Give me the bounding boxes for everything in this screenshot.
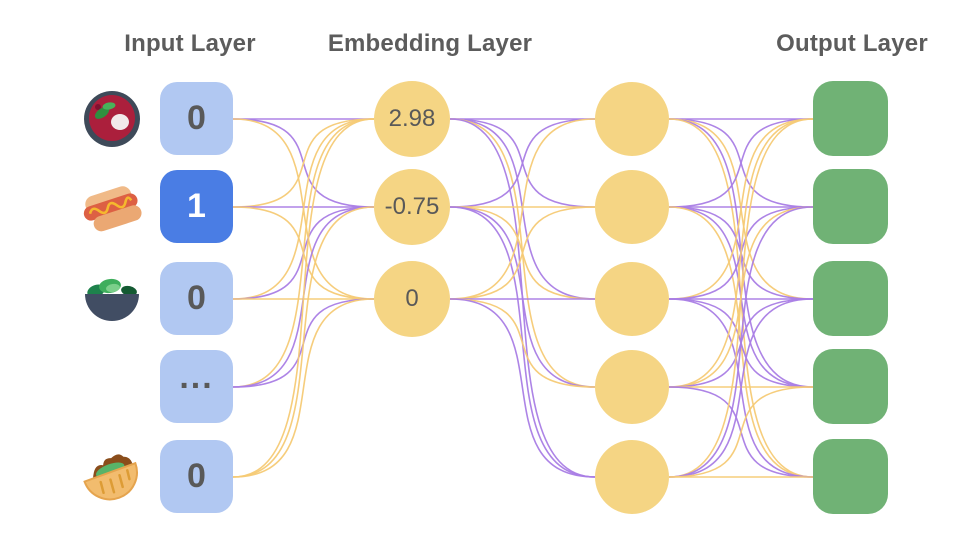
- input-node-5-value: 0: [187, 457, 206, 495]
- hot-dog-icon: [83, 186, 142, 232]
- embedding-node-1-value: 2.98: [388, 105, 436, 132]
- embedding-node-3: 0: [374, 261, 450, 337]
- output-node-5: [813, 439, 888, 514]
- edge: [449, 206, 596, 388]
- green-salad-icon: [85, 278, 139, 321]
- edge: [232, 118, 375, 388]
- input-node-4-value: ...: [179, 358, 214, 396]
- edge: [668, 118, 814, 478]
- output-layer-title: Output Layer: [776, 30, 928, 57]
- edge: [449, 206, 596, 300]
- edge: [668, 118, 814, 300]
- edge: [449, 118, 596, 208]
- input-node-5: 0: [160, 440, 233, 513]
- hidden-node-1: [595, 82, 669, 156]
- embedding-node-3-value: 0: [405, 285, 419, 312]
- embedding-node-1: 2.98: [374, 81, 450, 157]
- output-node-4: [813, 349, 888, 424]
- edge: [232, 118, 375, 208]
- edge: [668, 386, 814, 478]
- input-node-3-value: 0: [187, 279, 206, 317]
- edge: [668, 118, 814, 388]
- edge: [449, 298, 596, 478]
- edge: [232, 206, 375, 478]
- edge: [668, 206, 814, 478]
- embedding-layer-title: Embedding Layer: [327, 30, 533, 57]
- embedding-node-2-value: -0.75: [384, 193, 440, 220]
- edge: [232, 118, 375, 300]
- edge: [449, 118, 596, 300]
- stuffed-flatbread-icon: [83, 454, 138, 501]
- hidden-node-3: [595, 262, 669, 336]
- edge: [232, 298, 375, 478]
- hidden-node-2: [595, 170, 669, 244]
- input-node-1-value: 0: [187, 99, 206, 137]
- input-node-3: 0: [160, 262, 233, 335]
- input-node-4: ...: [160, 350, 233, 423]
- output-node-1: [813, 81, 888, 156]
- edge: [232, 118, 375, 478]
- output-node-3: [813, 261, 888, 336]
- edge: [668, 118, 814, 208]
- edge: [668, 298, 814, 478]
- soup-bowl-icon: [84, 91, 140, 147]
- hidden-node-4: [595, 350, 669, 424]
- input-node-1: 0: [160, 82, 233, 155]
- input-layer-title: Input Layer: [124, 30, 256, 57]
- input-node-2-value: 1: [187, 187, 206, 225]
- output-node-2: [813, 169, 888, 244]
- hidden-node-5: [595, 440, 669, 514]
- edge: [449, 298, 596, 388]
- embedding-node-2: -0.75: [374, 169, 450, 245]
- input-node-2: 1: [160, 170, 233, 243]
